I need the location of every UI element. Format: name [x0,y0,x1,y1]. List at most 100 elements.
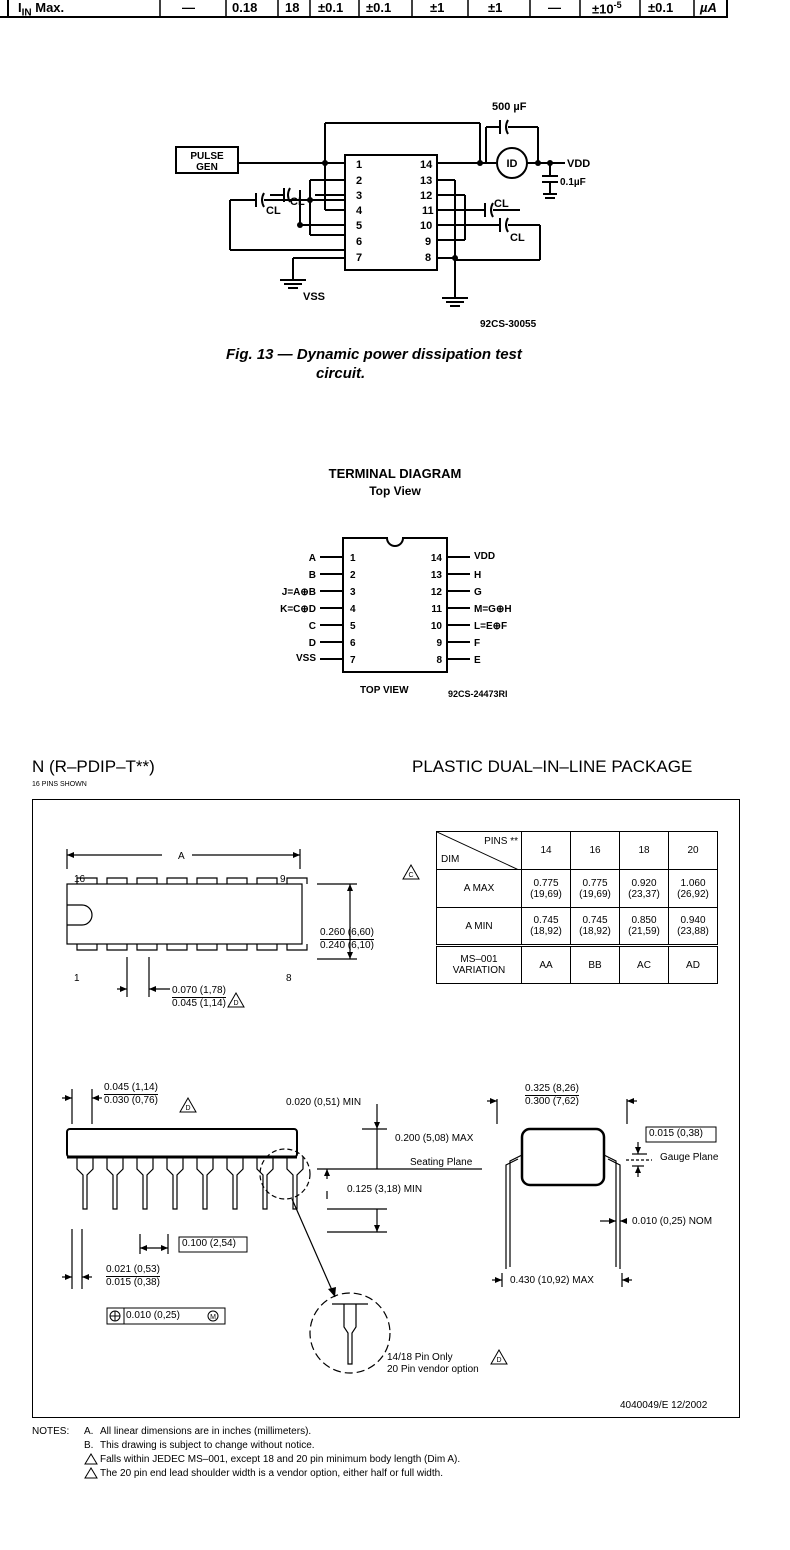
nom-label: 0.010 (0,25) NOM [632,1216,713,1227]
terminal-right-pin: 9 [436,638,442,649]
fig13-cap-small-label: 0.1µF [560,177,586,188]
row-spacing-dim: 0.325 (8,26) 0.300 (7,62) [525,1083,579,1107]
fig13-left-pin: 5 [356,220,362,232]
package-side-lead [226,1157,244,1210]
spec-cell: ±0.1 [318,0,344,15]
pitch-label: 0.100 (2,54) [182,1238,236,1249]
package-side-lead [196,1157,214,1210]
package-drawing: C D D D M [62,849,717,1374]
package-pin-bottom [286,944,308,951]
spec-cell: — [182,0,195,15]
fig13-left-pin: 3 [356,190,362,202]
table-col-header: 20 [668,831,718,870]
terminal-left-label: VSS [296,653,316,664]
terminal-left-label: A [309,553,316,564]
lead-width-dim: 0.021 (0,53) 0.015 (0,38) [106,1264,160,1288]
terminal-left-label: C [309,621,316,632]
terminal-right-pin: 14 [431,553,443,564]
package-frame [32,799,740,1418]
fig13-left-pin: 4 [356,205,363,217]
fig13-vdd-label: VDD [567,158,590,170]
svg-text:D: D [233,1000,238,1007]
terminal-right-pin: 12 [431,587,443,598]
max-200-label: 0.200 (5,08) MAX [395,1133,474,1144]
fig13-right-pin: 9 [425,236,431,248]
vendor-option-label: 20 Pin vendor option [387,1364,479,1375]
terminal-left-pin: 2 [350,570,356,581]
package-pin-top [256,877,278,884]
svg-text:C: C [408,872,413,879]
fig13-left-pin: 7 [356,252,362,264]
note-d-triangle-icon [84,1467,98,1479]
fig13-cl-label: CL [266,205,281,217]
terminal-left-pin: 5 [350,621,356,632]
table-cell: 0.940(23,88) [668,907,718,947]
gauge-value-label: 0.015 (0,38) [649,1128,703,1139]
package-pin-bottom [106,944,128,951]
spec-table-row: IIN Max. — 0.18 18 ±0.1 ±0.1 ±1 ±1 — ±10… [0,0,728,19]
spec-cell: ±1 [488,0,503,15]
terminal-left-pin: 4 [350,604,356,615]
package-side-lead [166,1157,184,1210]
note-item: The 20 pin end lead shoulder width is a … [84,1467,460,1481]
spec-cell: ±10-5 [592,0,622,17]
table-cell: 0.745(18,92) [570,907,620,947]
note-item: A.All linear dimensions are in inches (m… [84,1426,312,1437]
terminal-left-label: J=A⊕B [282,587,316,598]
spec-table-row-lines [0,0,728,18]
package-pin-top [76,877,98,884]
terminal-left-pin: 1 [350,553,356,564]
package-side-lead [106,1157,124,1210]
fig13-right-pin: 14 [420,159,433,171]
fig13-right-pin: 13 [420,175,432,187]
table-row-label: MS–001 VARIATION [436,945,522,984]
table-row-label: A MAX [436,869,522,908]
terminal-right-label: VDD [474,551,495,562]
table-cell: AA [521,945,571,984]
fig13-cap-top-label: 500 µF [492,101,527,113]
svg-text:M: M [210,1314,216,1321]
fig13-cl-label: CL [510,232,525,244]
terminal-left-pin: 6 [350,638,356,649]
fig13-left-pin: 1 [356,159,362,171]
fig13-circuit: PULSE GEN 500 µF ID VDD 0.1µF CL CL CL C… [175,101,590,330]
terminal-right-pin: 10 [431,621,443,632]
svg-text:D: D [496,1357,501,1364]
fig13-right-pin: 12 [420,190,432,202]
lead-dim: 0.045 (1,14) 0.030 (0,76) [104,1082,158,1106]
package-pin-bottom [196,944,218,951]
pin-16-label: 16 [74,874,86,885]
table-corner-cell: PINS ** DIM [436,831,522,870]
terminal-right-label: G [474,587,482,598]
package-pin-top [166,877,188,884]
terminal-code: 92CS-24473RI [448,689,508,699]
package-pin-bottom [226,944,248,951]
dimension-table: PINS ** DIM 14 16 18 20 A MAX 0.775(19,6… [436,831,718,984]
package-pin-top [196,877,218,884]
terminal-left-label: K=C⊕D [280,604,316,615]
shoulder-dim: 0.070 (1,78) 0.045 (1,14) [172,985,226,1009]
spec-cell: 18 [285,0,300,15]
svg-text:D: D [185,1105,190,1112]
fig13-right-pin: 8 [425,252,431,264]
fig13-code: 92CS-30055 [480,319,537,330]
table-cell: 0.775(19,69) [521,869,571,908]
table-cell: AC [619,945,669,984]
package-pin-bottom [136,944,158,951]
spec-cell: ±0.1 [366,0,392,15]
fig13-pulse-gen-label-2: GEN [196,162,218,173]
package-pin-bottom [166,944,188,951]
table-row-label: A MIN [436,907,522,947]
spec-row-label: IIN Max. [18,0,65,19]
table-cell: 0.775(19,69) [570,869,620,908]
note-c-triangle-icon [84,1453,98,1465]
min-020-label: 0.020 (0,51) MIN [286,1097,362,1108]
fig13-id-label: ID [507,158,518,170]
gauge-plane-label: Gauge Plane [660,1152,719,1163]
package-side-lead [76,1157,94,1210]
dim-a-label: A [178,851,185,862]
spec-cell: — [548,0,561,15]
package-pin-bottom [76,944,98,951]
min-125-label: 0.125 (3,18) MIN [347,1184,423,1195]
spec-cell: ±0.1 [648,0,674,15]
